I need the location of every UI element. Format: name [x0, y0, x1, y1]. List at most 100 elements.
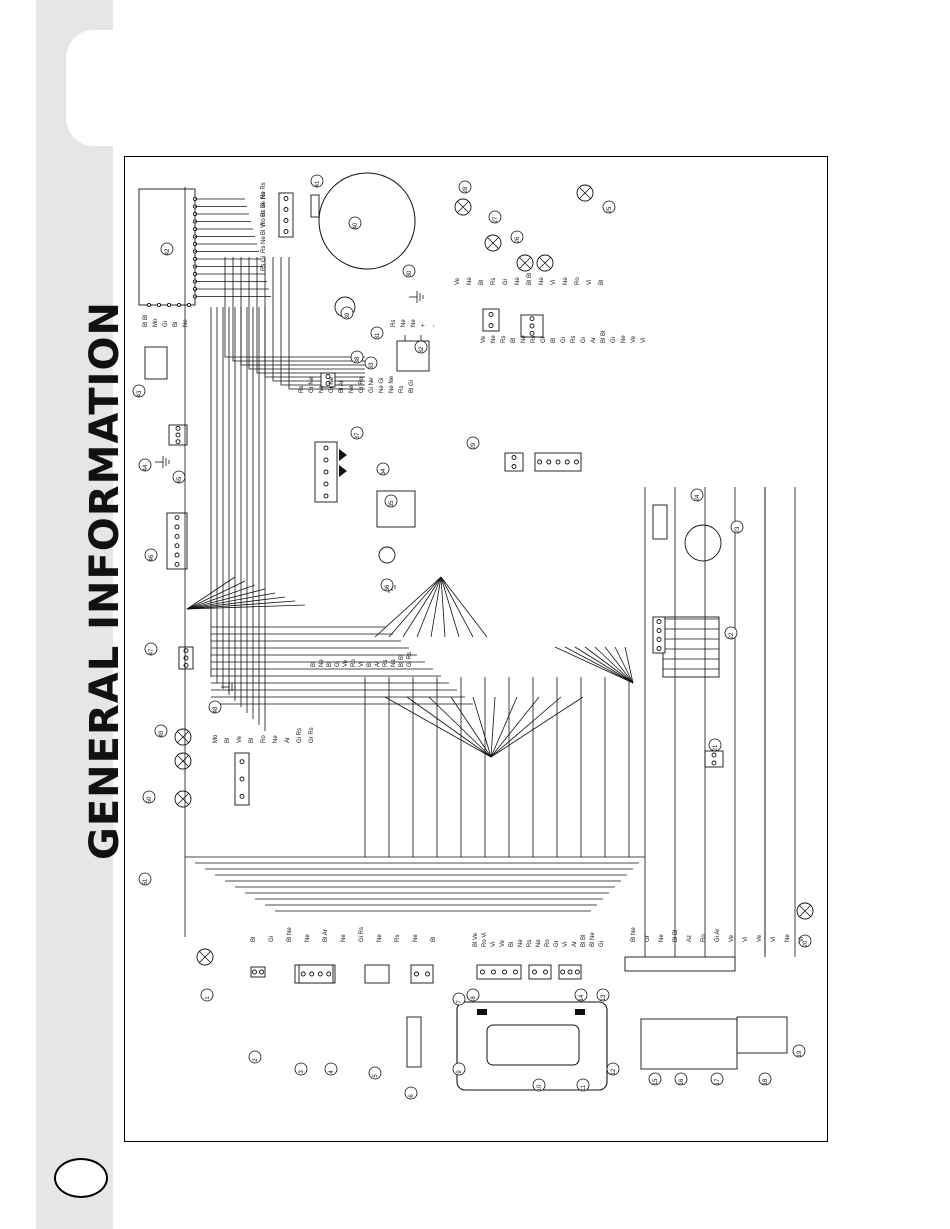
- ground-fan: [584, 646, 634, 684]
- callout-circle: [466, 436, 480, 450]
- callout-number: 40: [348, 216, 362, 230]
- ground-fan: [490, 696, 584, 758]
- wire-label: Ne: [521, 335, 527, 343]
- connector-pin: [502, 969, 507, 975]
- alternator: [318, 172, 416, 270]
- wire-label: Gi: [269, 936, 275, 942]
- cdi-pin: [186, 302, 192, 308]
- callout-number: 51: [138, 872, 152, 886]
- wire-label: Gi: [163, 321, 169, 327]
- connector-pin: [529, 323, 535, 329]
- callout-circle: [648, 1072, 662, 1086]
- ground-fan: [440, 576, 460, 638]
- wire-label: Ne Ne: [389, 375, 395, 393]
- callout-number: 37: [350, 426, 364, 440]
- wire-label: Gr: [645, 935, 651, 942]
- rectifier: [662, 616, 720, 678]
- lamp-cross: [519, 257, 531, 269]
- connector-pin: [656, 637, 662, 642]
- wire-label: Gi: [561, 337, 567, 343]
- wire-label: Ro: [575, 277, 581, 285]
- page-number-oval: [54, 1158, 108, 1198]
- connector-pin: [323, 493, 329, 499]
- ground-fan: [574, 646, 634, 684]
- callout-number: 11: [576, 1078, 590, 1092]
- wire-label: Bl Bl: [399, 655, 405, 667]
- connector-pin: [323, 445, 329, 451]
- callout-circle: [142, 790, 156, 804]
- wire-label: Bl: [311, 662, 317, 667]
- callout-text: 12: [611, 1068, 617, 1075]
- wire-label: Ne: [563, 277, 569, 285]
- callout-number: 33: [364, 356, 378, 370]
- wire-label: Bl: [551, 338, 557, 343]
- wire-label: Vi: [359, 662, 365, 667]
- callout-text: 24: [695, 494, 701, 501]
- callout-number: 45: [172, 470, 186, 484]
- connector-pin: [309, 971, 315, 977]
- callout-number: 17: [710, 1072, 724, 1086]
- wire-label: Bl Gi: [409, 380, 415, 393]
- callout-circle: [370, 326, 384, 340]
- wire-label: Bl Ar: [339, 380, 345, 393]
- wire-label: Ro: [545, 939, 551, 947]
- connector: [298, 964, 334, 984]
- connector-pin: [543, 969, 548, 975]
- callout-text: 17: [715, 1078, 721, 1085]
- callout-text: 38: [355, 356, 361, 363]
- callout-circle: [132, 384, 146, 398]
- connector-pin: [283, 207, 289, 212]
- connector-pin: [239, 776, 245, 782]
- connector-pin: [283, 196, 289, 201]
- ground-fan: [604, 646, 634, 684]
- wire-label: Ne: [183, 319, 189, 327]
- wire-label: Vi: [551, 280, 557, 285]
- connector: [482, 308, 500, 332]
- ground-fan: [406, 696, 492, 758]
- harness-wire: [280, 257, 365, 386]
- wire-label: Bl Ne: [631, 927, 637, 942]
- connector-pin: [174, 552, 180, 558]
- wire-label: Rs Bi: [261, 203, 267, 217]
- connector-pin: [414, 971, 419, 977]
- wire-label: Gi Ar: [715, 929, 721, 942]
- wire-label: Ve: [237, 735, 243, 743]
- callout-text: 37: [355, 432, 361, 439]
- lamp-cross: [799, 905, 811, 917]
- connector-pin: [480, 969, 485, 975]
- callout-number: 9: [452, 1062, 466, 1076]
- callout-text: 13: [601, 994, 607, 1001]
- wire-label: Gr Ne: [329, 376, 335, 393]
- callout-number: 43: [132, 384, 146, 398]
- wire-label: Rs: [491, 278, 497, 285]
- callout-circle: [402, 264, 416, 278]
- connector-pin: [513, 969, 518, 975]
- callout-text: 48: [213, 706, 219, 713]
- callout-circle: [798, 934, 812, 948]
- callout-text: 19: [797, 1050, 803, 1057]
- callout-text: 51: [143, 878, 149, 885]
- harness-wire: [232, 257, 365, 362]
- callout-text: 1: [205, 996, 211, 1000]
- lamp-cross: [199, 951, 211, 963]
- callout-text: 42: [165, 248, 171, 255]
- wire-label: Ne: [659, 934, 665, 942]
- wire-label: Mo: [153, 318, 159, 327]
- callout-circle: [376, 462, 390, 476]
- regulator: [310, 194, 320, 218]
- wire-label: Ve: [343, 659, 349, 667]
- wire-label: Gi Rs: [359, 927, 365, 942]
- callout-text: 29: [471, 442, 477, 449]
- connector: [652, 504, 668, 540]
- wire-label: Ve: [729, 934, 735, 942]
- connector-pin: [425, 971, 430, 977]
- wire-label: Rs: [261, 264, 267, 271]
- callout-number: 14: [574, 988, 588, 1002]
- wire-label: Gi Rs: [297, 728, 303, 743]
- ground-fan: [388, 576, 442, 638]
- callout-circle: [532, 1078, 546, 1092]
- wire-label: Ne: [341, 934, 347, 942]
- wire-label: Bl: [225, 738, 231, 743]
- wire-label: Bl: [511, 338, 517, 343]
- callout-circle: [294, 1062, 308, 1076]
